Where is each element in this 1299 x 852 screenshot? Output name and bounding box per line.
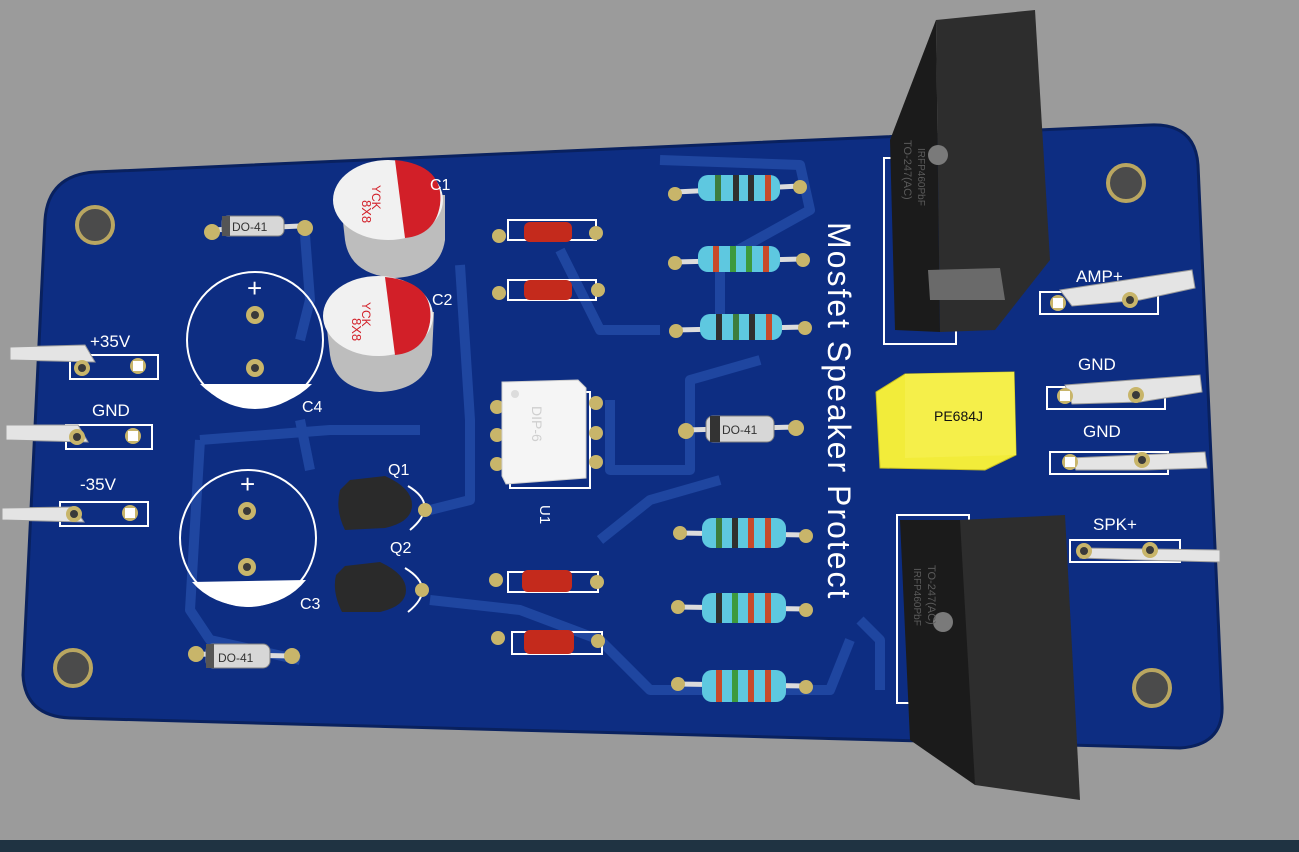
capacitor-c2[interactable]: 8X8 YCK C2 — [323, 276, 453, 392]
diode-do41-center[interactable]: DO-41 — [678, 415, 804, 443]
label-c4: C4 — [302, 399, 323, 416]
mosfet-bottom-to247[interactable]: TO-247(AC) IRFP460PbF — [896, 514, 1080, 800]
label-gnd-left: GND — [92, 401, 130, 420]
label-c2: C2 — [432, 292, 453, 309]
connector-right-spk-plus[interactable]: SPK+ — [1069, 515, 1221, 563]
label-u1: U1 — [536, 505, 553, 524]
label-plus35v: +35V — [90, 332, 131, 351]
capacitor-c1[interactable]: 8X8 YCK C1 — [333, 160, 451, 278]
board-title: Mosfet Speaker Protect — [821, 222, 857, 600]
mounting-hole-bl — [53, 648, 93, 688]
diode-small-red-1[interactable] — [492, 219, 603, 243]
diode-small-red-2[interactable] — [492, 279, 605, 301]
mosfet-top-package: TO-247(AC) — [901, 140, 913, 200]
transistor-q2[interactable]: Q2 — [334, 540, 429, 613]
connector-left-plus35v[interactable]: +35V — [9, 332, 159, 380]
capacitor-c4-footprint[interactable]: + C4 — [186, 271, 324, 416]
c1-marking: 8X8 — [359, 200, 374, 223]
transistor-q1[interactable]: Q1 — [338, 462, 432, 531]
c4-plus-sign: + — [247, 273, 262, 303]
resistor-r2[interactable] — [668, 246, 810, 272]
capacitor-c3-footprint[interactable]: + C3 — [179, 469, 321, 613]
diode-1-package: DO-41 — [232, 220, 268, 234]
label-gnd-right-2: GND — [1083, 422, 1121, 441]
c3-plus-sign: + — [240, 469, 255, 499]
connector-left-minus35v[interactable]: -35V — [1, 475, 149, 527]
diode-do41-bottom-left[interactable]: DO-41 — [188, 643, 300, 669]
connector-right-gnd-1[interactable]: GND — [1046, 355, 1203, 410]
mounting-holes — [53, 163, 1172, 708]
mosfet-top-part: IRFP460PbF — [915, 148, 926, 206]
film-capacitor-pe684j[interactable]: PE684J — [875, 371, 1017, 471]
diode-small-red-4[interactable] — [491, 630, 605, 655]
label-minus35v: -35V — [80, 475, 117, 494]
label-c1: C1 — [430, 177, 451, 194]
resistor-r4[interactable] — [673, 518, 813, 548]
resistor-r1[interactable] — [668, 175, 807, 201]
label-spk-plus: SPK+ — [1093, 515, 1137, 534]
resistor-r5[interactable] — [671, 593, 813, 623]
diode-3-package: DO-41 — [722, 423, 758, 437]
diode-small-red-3[interactable] — [489, 570, 604, 593]
resistor-r3[interactable] — [669, 314, 812, 340]
status-bar — [0, 840, 1299, 852]
c2-marking: 8X8 — [349, 318, 364, 341]
label-amp-plus: AMP+ — [1076, 267, 1123, 286]
label-q2: Q2 — [390, 540, 411, 557]
mosfet-bottom-package: TO-247(AC) — [925, 565, 937, 625]
label-gnd-right-1: GND — [1078, 355, 1116, 374]
diode-2-package: DO-41 — [218, 651, 254, 665]
mosfet-bottom-part: IRFP460PbF — [911, 568, 922, 626]
mounting-hole-tr — [1106, 163, 1146, 203]
label-c3: C3 — [300, 596, 321, 613]
connector-left-gnd[interactable]: GND — [5, 401, 153, 450]
label-q1: Q1 — [388, 462, 409, 479]
u1-package: DIP-6 — [529, 406, 545, 442]
c2-brand: YCK — [359, 302, 373, 327]
mosfet-top-to247[interactable]: TO-247(AC) IRFP460PbF — [883, 10, 1050, 345]
connector-right-amp-plus[interactable]: AMP+ — [1039, 267, 1196, 315]
resistor-r6[interactable] — [671, 670, 813, 702]
mounting-hole-tl — [75, 205, 115, 245]
c1-brand: YCK — [369, 185, 383, 210]
diode-do41-top-left[interactable]: DO-41 — [204, 215, 313, 240]
optocoupler-u1[interactable]: DIP-6 U1 — [490, 379, 603, 524]
film-cap-marking: PE684J — [934, 408, 983, 424]
mounting-hole-br — [1132, 668, 1172, 708]
connector-right-gnd-2[interactable]: GND — [1049, 422, 1208, 475]
